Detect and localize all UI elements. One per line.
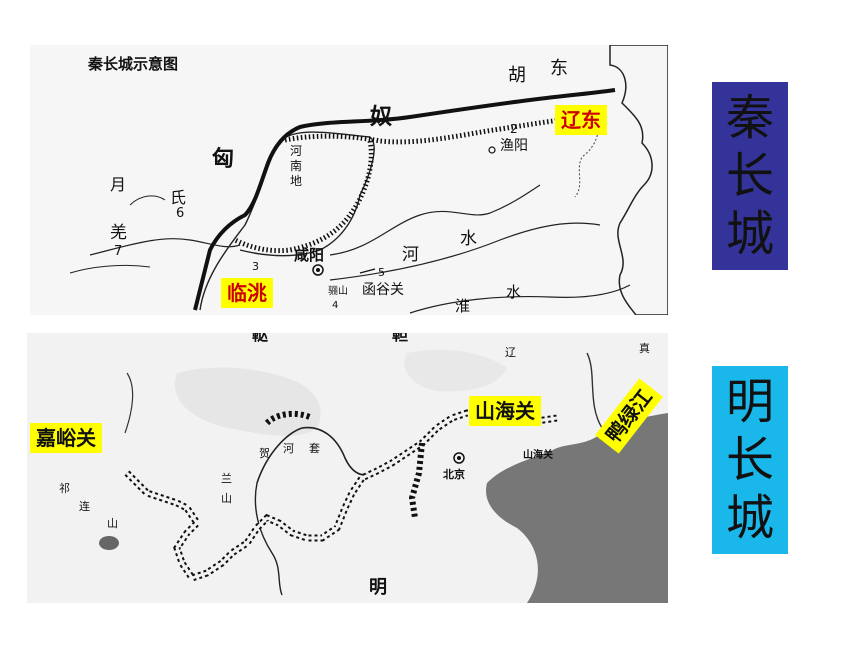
label-dan: 靼 [392, 333, 409, 344]
label-dong: 东 [550, 58, 568, 79]
xianyang-dot [316, 268, 320, 272]
xianyang-marker [312, 264, 324, 276]
beijing-marker [453, 452, 465, 464]
river-west [89, 238, 241, 256]
ming-great-wall-map: 鞑 靼 河 套 贺 兰 山 祁 连 山 北京 山海关 明 辽 真 嘉峪关 山海关… [27, 333, 668, 603]
coastline [609, 45, 668, 315]
label-n7: 7 [114, 244, 123, 259]
qin-map-drawing [69, 45, 668, 315]
label-helan-3: 山 [221, 492, 232, 505]
label-da: 鞑 [252, 333, 269, 344]
label-hu: 胡 [508, 65, 526, 86]
huai-river [409, 284, 631, 314]
ming-wall-branch [408, 442, 425, 519]
river-west-2 [69, 264, 151, 274]
lake [129, 195, 166, 206]
label-n6: 6 [176, 206, 185, 221]
panel-qin-char-3: 城 [725, 206, 774, 262]
callout-jiayuguan: 嘉峪关 [30, 423, 102, 453]
label-henan-2: 南 [290, 159, 303, 173]
label-qilian-2: 连 [79, 500, 90, 513]
panel-ming-char-3: 城 [725, 490, 774, 546]
river [329, 222, 601, 281]
ming-wall-inner [125, 411, 558, 580]
label-n3: 3 [252, 260, 259, 273]
sea [486, 413, 668, 603]
label-xiong: 匈 [212, 147, 235, 172]
panel-qin-char-1: 秦 [725, 90, 774, 146]
arrow-5 [359, 268, 376, 274]
panel-ming-char-1: 明 [725, 374, 774, 430]
label-yue: 月 [110, 175, 127, 194]
panel-qin-char-2: 长 [725, 148, 774, 204]
label-n2: 2 [510, 122, 518, 136]
label-hanguguan: 函谷关 [362, 282, 404, 298]
qin-great-wall-map: 秦长城示意图 胡 东 奴 匈 月 氏 6 羌 7 河 南 地 2 渔阳 咸阳 3… [30, 45, 668, 315]
label-lishan: 骊山 [328, 286, 348, 297]
qin-wall-main [193, 88, 616, 311]
panel-ming-char-2: 长 [725, 432, 774, 488]
label-qilian-1: 祁 [59, 482, 70, 495]
label-yuyang: 渔阳 [500, 138, 528, 154]
ming-map-drawing [99, 349, 668, 603]
label-xianyang: 咸阳 [294, 246, 325, 264]
label-helan-1: 贺 [259, 447, 270, 460]
label-river-shui: 水 [460, 229, 477, 249]
terrain [404, 349, 507, 392]
terrain [175, 367, 321, 436]
label-qilian-3: 山 [107, 517, 118, 530]
callout-liaodong: 辽东 [555, 105, 607, 135]
label-n5: 5 [378, 266, 385, 279]
label-helan-2: 兰 [221, 472, 232, 485]
label-nu: 奴 [370, 105, 393, 130]
river-northwest [124, 372, 134, 434]
ming-great-wall-label: 明 长 城 [712, 366, 788, 554]
liao-river [586, 352, 603, 429]
river [329, 184, 541, 256]
label-river-he: 河 [402, 245, 419, 265]
label-zhen: 真 [639, 342, 650, 355]
label-henan-1: 河 [290, 144, 303, 158]
label-liao: 辽 [505, 346, 516, 359]
label-shanhaiguan-small: 山海关 [523, 450, 553, 461]
label-henan-3: 地 [290, 174, 303, 188]
callout-lintao: 临洮 [221, 278, 273, 308]
callout-shanhaiguan: 山海关 [469, 396, 541, 426]
yellow-river-south [254, 482, 283, 596]
label-shui2: 水 [506, 283, 522, 301]
beijing-dot [457, 456, 461, 460]
label-beijing: 北京 [443, 468, 465, 481]
yellow-river [256, 426, 373, 484]
label-huai: 淮 [455, 297, 471, 315]
label-he-river: 河 [283, 442, 294, 455]
lake [99, 536, 119, 550]
qin-map-title: 秦长城示意图 [88, 55, 179, 73]
label-ming: 明 [369, 577, 387, 598]
ming-wall-hetao [264, 410, 314, 426]
label-shi: 氏 [170, 188, 187, 207]
qin-great-wall-label: 秦 长 城 [712, 82, 788, 270]
yuyang-marker [488, 146, 496, 154]
label-qiang: 羌 [110, 223, 127, 243]
label-n4: 4 [332, 300, 339, 311]
label-tao: 套 [309, 442, 320, 455]
